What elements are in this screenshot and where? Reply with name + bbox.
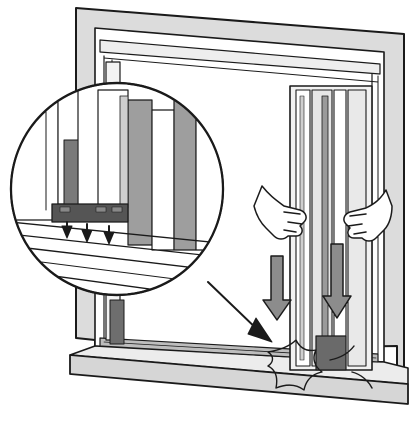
left-hand-icon	[253, 185, 307, 240]
down-arrow-icon-left	[262, 255, 292, 321]
right-hand-icon	[343, 189, 393, 242]
panel-shoe	[315, 335, 347, 371]
pleat-3	[173, 99, 197, 251]
small-down-arrow-icon-2	[81, 223, 93, 243]
frame-top-rail	[99, 39, 381, 75]
pleat-2	[151, 109, 175, 251]
snap-burst-icon	[267, 339, 373, 391]
track-clip	[51, 203, 129, 223]
callout-pointer	[207, 281, 273, 343]
down-arrow-icon-right	[322, 243, 352, 319]
pleat-1	[127, 99, 153, 246]
sill-front	[69, 354, 409, 405]
small-down-arrow-icon-1	[61, 221, 73, 239]
small-down-arrow-icon-3	[103, 225, 115, 245]
